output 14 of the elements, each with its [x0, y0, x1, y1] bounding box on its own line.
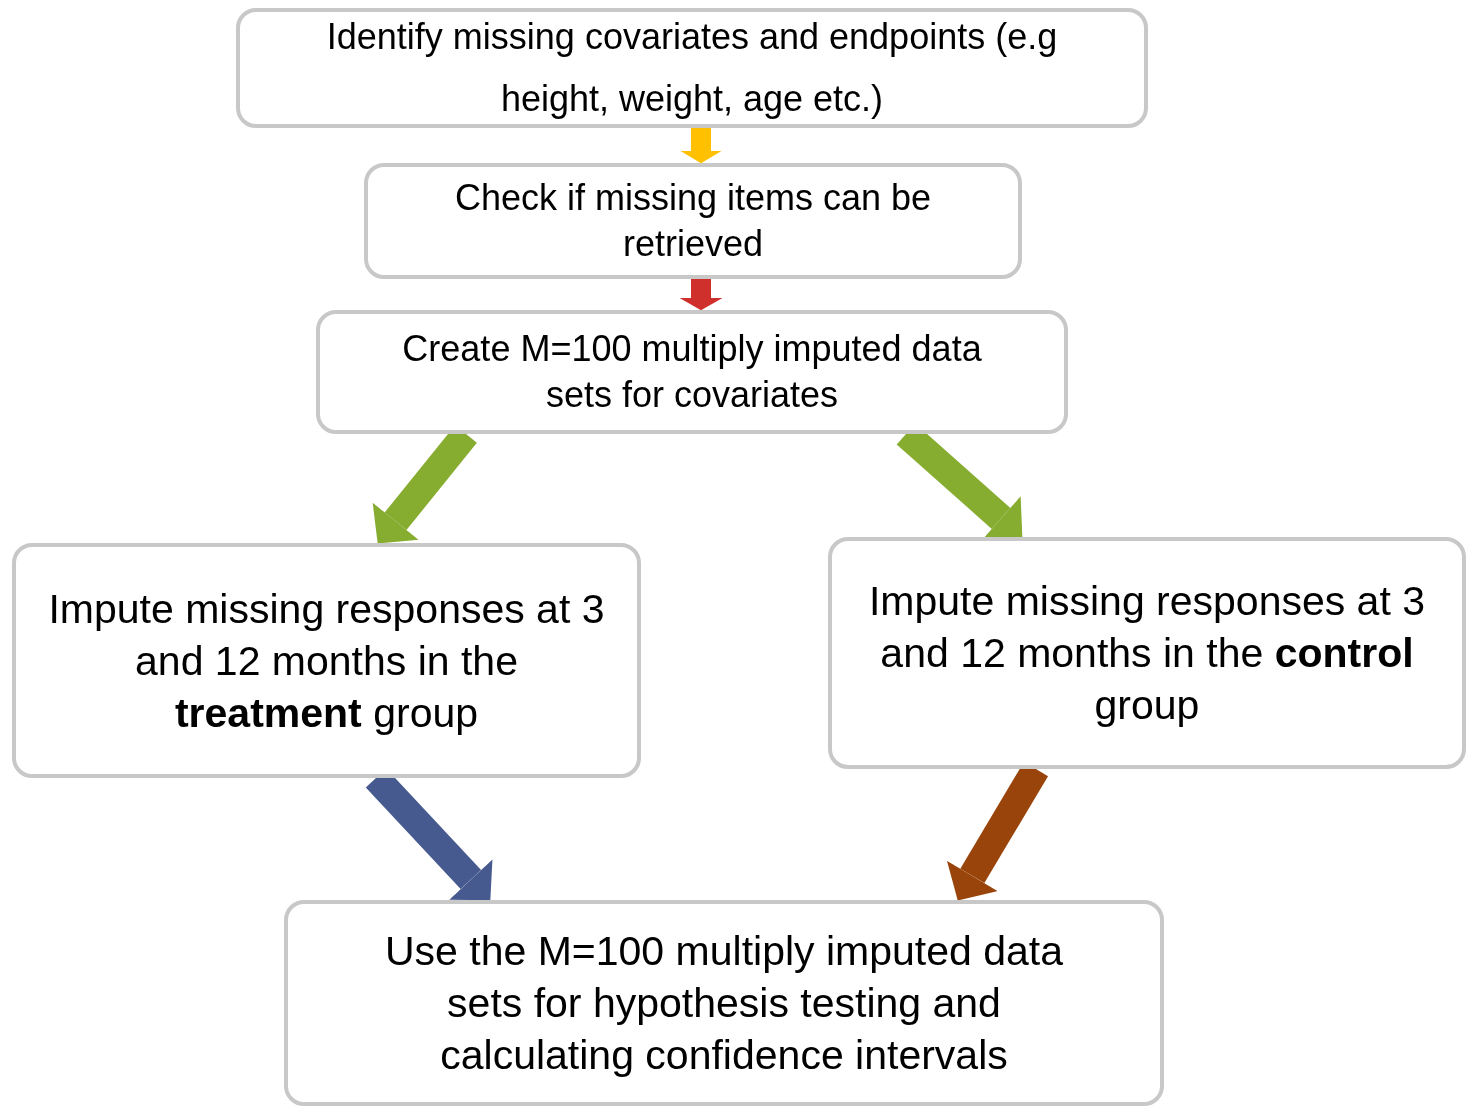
step-text: Create M=100 multiply imputed data sets for covariates: [401, 327, 983, 417]
step-text: Impute missing responses at 3 and 12 months in the control group: [867, 577, 1426, 730]
step-text: Use the M=100 multiply imputed data sets for hypothesis testing and calculating confidence intervals: [384, 927, 1064, 1080]
block-arrow: [680, 128, 722, 164]
process-box: [236, 8, 1148, 128]
block-arrow: [679, 279, 723, 311]
process-box: [316, 310, 1068, 434]
step-text: Check if missing items can be retrieved: [453, 176, 933, 266]
step-text: Identify missing covariates and endpoints (e.g height, weight, age etc.): [325, 15, 1059, 121]
process-box: [12, 543, 641, 778]
process-box: [828, 537, 1466, 769]
step-text: Impute missing responses at 3 and 12 months in the treatment group: [47, 584, 606, 738]
process-box: [284, 900, 1164, 1106]
process-box: [364, 163, 1022, 279]
